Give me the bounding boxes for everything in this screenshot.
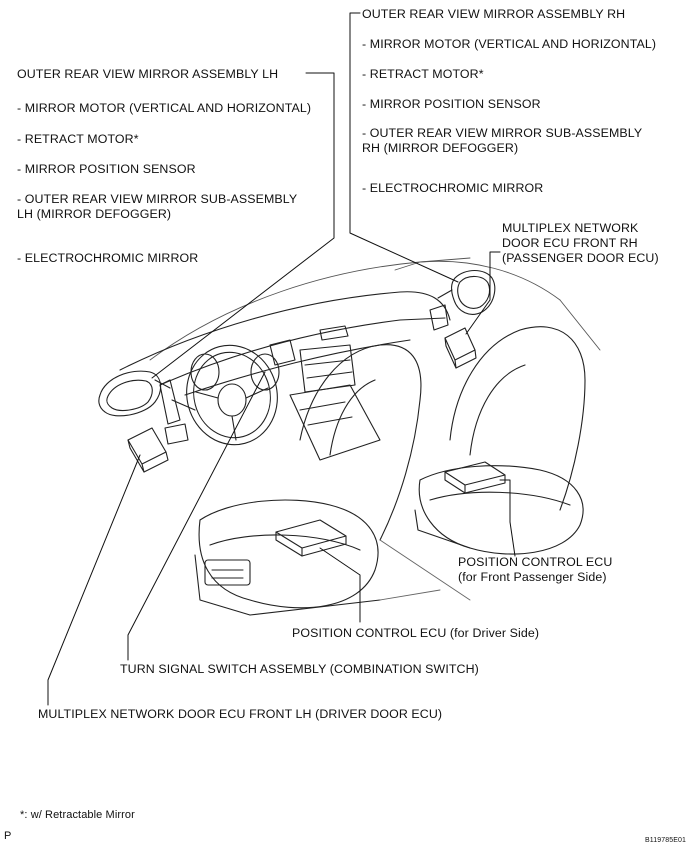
passenger-seat: [414, 326, 586, 555]
dashboard-outline: [119, 291, 451, 396]
floor-outline: [379, 539, 471, 601]
lh-mirror-title: OUTER REAR VIEW MIRROR ASSEMBLY LH: [17, 67, 279, 81]
door-ecu-rh-label: MULTIPLEX NETWORK DOOR ECU FRONT RH (PAS…: [502, 221, 659, 265]
driver-position-ecu-box: [275, 519, 347, 557]
door-ecu-lh-label: MULTIPLEX NETWORK DOOR ECU FRONT LH (DRI…: [38, 707, 443, 721]
driver-seat: [194, 344, 422, 616]
position-ecu-passenger-label: POSITION CONTROL ECU (for Front Passenge…: [458, 555, 613, 584]
rh-item-electrochromic: - ELECTROCHROMIC MIRROR: [362, 181, 544, 195]
footnote: *: w/ Retractable Mirror: [20, 809, 135, 821]
lh-item-sub-assembly: - OUTER REAR VIEW MIRROR SUB-ASSEMBLY LH…: [17, 192, 298, 221]
rh-mirror-title: OUTER REAR VIEW MIRROR ASSEMBLY RH: [362, 7, 626, 21]
rh-item-retract-motor: - RETRACT MOTOR*: [362, 67, 484, 81]
steering-wheel: [186, 344, 280, 446]
corner-mark: P: [4, 830, 12, 842]
rh-door-ecu-box: [444, 327, 477, 369]
position-ecu-driver-label: POSITION CONTROL ECU (for Driver Side): [292, 626, 540, 640]
windshield-outline: [149, 257, 601, 361]
figure-code: B119785E01: [645, 837, 686, 844]
rh-item-position-sensor: - MIRROR POSITION SENSOR: [362, 97, 541, 111]
passenger-position-ecu-box: [444, 461, 506, 494]
lh-item-mirror-motor: - MIRROR MOTOR (VERTICAL AND HORIZONTAL): [17, 101, 312, 115]
rh-item-mirror-motor: - MIRROR MOTOR (VERTICAL AND HORIZONTAL): [362, 37, 657, 51]
lh-door-ecu-box: [127, 427, 169, 473]
lh-item-retract-motor: - RETRACT MOTOR*: [17, 132, 139, 146]
driver-dash-switches: [159, 379, 196, 445]
center-console: [289, 384, 381, 461]
lh-item-electrochromic: - ELECTROCHROMIC MIRROR: [17, 251, 199, 265]
turn-signal-switch-label: TURN SIGNAL SWITCH ASSEMBLY (COMBINATION…: [120, 662, 479, 676]
lh-item-position-sensor: - MIRROR POSITION SENSOR: [17, 162, 196, 176]
leader-lines: [47, 12, 516, 706]
rh-item-sub-assembly: - OUTER REAR VIEW MIRROR SUB-ASSEMBLY RH…: [362, 126, 643, 155]
lh-outer-mirror: [98, 370, 171, 417]
